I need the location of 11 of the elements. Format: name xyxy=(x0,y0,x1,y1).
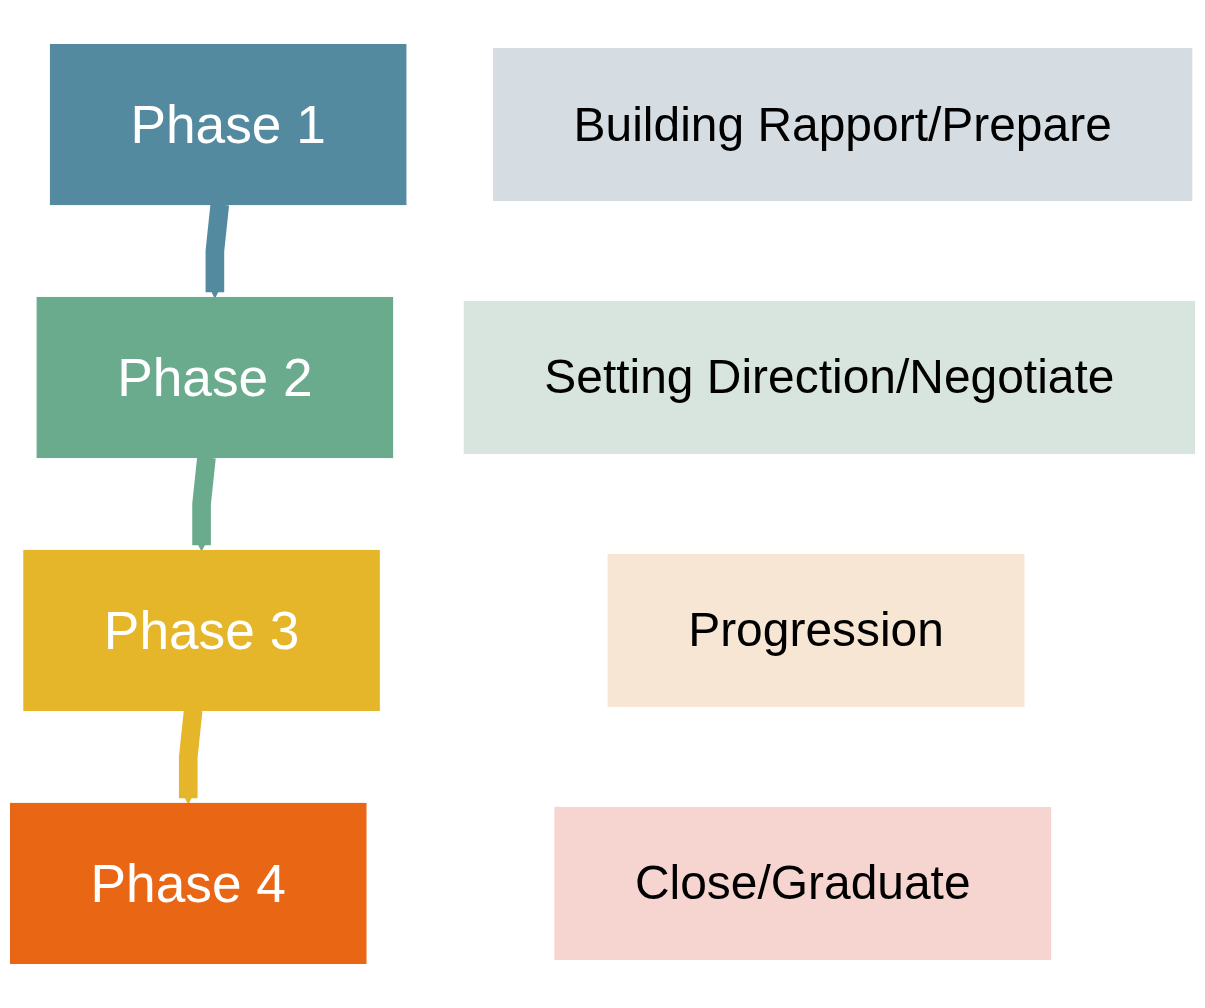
node-box: Setting Direction/Negotiate xyxy=(463,300,1195,455)
node-box: Close/Graduate xyxy=(554,806,1052,960)
node-box: Phase 3 xyxy=(23,549,380,712)
node-box: Building Rapport/Prepare xyxy=(493,48,1193,202)
node-box: Progression xyxy=(607,553,1025,708)
node-box: Phase 1 xyxy=(49,44,407,206)
node-box: Phase 2 xyxy=(36,296,394,459)
arrow xyxy=(178,709,203,805)
arrow xyxy=(192,456,216,552)
arrow xyxy=(205,203,230,299)
node-box: Phase 4 xyxy=(10,802,367,964)
